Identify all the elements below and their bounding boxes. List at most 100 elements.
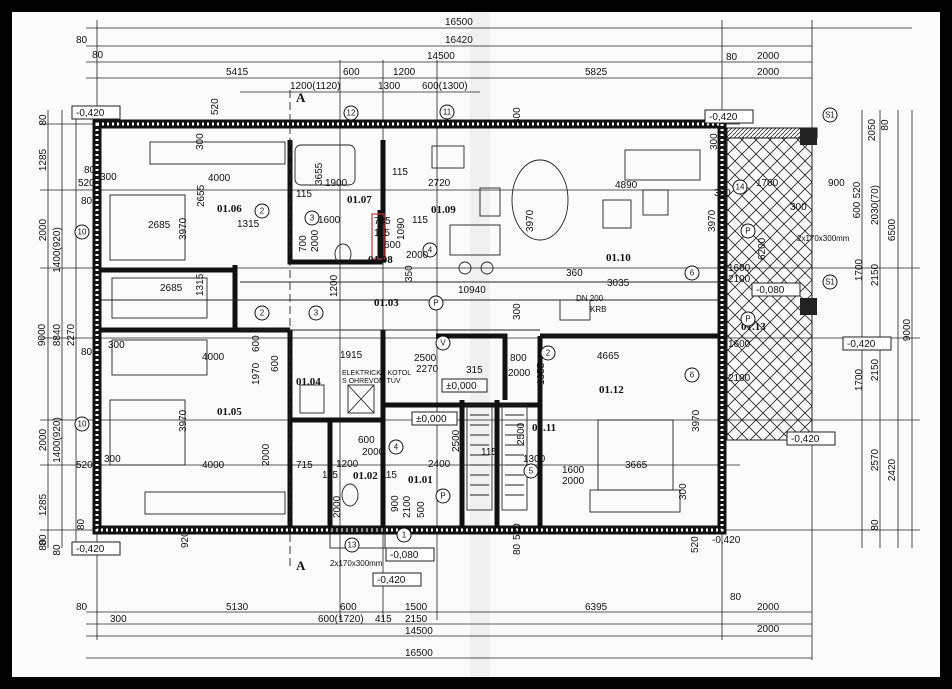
dimension-label: 2000 [757,602,780,613]
grid-marker: 6 [684,265,700,281]
grid-marker: 6 [684,367,700,383]
section-mark: A [296,90,306,105]
furniture [109,141,701,549]
dimension-label: 300 [512,107,523,124]
dimension-label: 80 [870,519,881,531]
marker-label: 3 [310,214,315,223]
fireplace [559,299,591,321]
marker-circle [343,105,359,121]
dimension-label: 360 [566,268,583,279]
dimension-label: 16500 [405,648,433,659]
marker-label: 14 [736,183,745,192]
bathtub [294,144,356,186]
marker-circle [822,107,838,123]
dimension-label: 115 [481,447,497,458]
dimension-label: 300 [678,483,689,500]
dimension-label: 1600 [318,215,341,226]
grid-marker: S1 [822,274,838,290]
dimension-label: 2570 [870,448,881,471]
grid-marker: 12 [343,105,359,121]
marker-label: 4 [394,443,399,452]
annotations: ELEKTRICKÝ KOTOL S OHREVOM TÚV DN 200 KR… [330,234,850,568]
sink [431,145,465,169]
dimension-label: 600(1720) [318,614,364,625]
dimension-label: 300 [108,340,125,351]
dimension-label: 1600 [728,339,751,350]
dimension-label: 2420 [887,458,898,481]
room-label: 01.09 [431,204,456,216]
stairs-label: 2x170x300mm [797,234,850,243]
dimension-label: 2100 [728,274,751,285]
dimension-label: 9000 [37,323,48,346]
marker-label: 5 [529,467,534,476]
dimension-label: 3035 [607,278,630,289]
dimension-label: 80 [84,165,96,176]
dimension-label: 920 [180,531,191,548]
room-label: 01.11 [532,422,556,434]
dimension-label: 80 [512,543,523,555]
dimension-label: 2000 [757,624,780,635]
dimension-label: 2150 [870,358,881,381]
dimension-label: 900 [828,178,845,189]
dimension-label: 1200(1120) [290,81,340,92]
dimension-label: 115 [381,470,397,481]
dimension-label: 115 [296,189,312,200]
marker-circle [684,265,700,281]
marker-label: 13 [348,541,357,550]
dimension-label: 5825 [585,67,608,78]
dimension-label: 2000 [757,51,780,62]
dimension-label: 1600 [562,465,585,476]
dimension-label: 2000 [38,218,49,241]
dimension-label: 6200 [757,237,768,260]
dimension-label: 16420 [445,35,473,46]
dimension-label: 785 [374,216,391,227]
armchair [602,199,632,229]
dimension-label: 8840 [52,323,63,346]
grid-marker: P [435,488,451,504]
grid-marker: P [428,295,444,311]
dimension-label: 3970 [178,217,189,240]
dimension-label: 300 [709,133,720,150]
dimension-label: 600 [251,335,262,352]
grid-marker: 2 [254,305,270,321]
radiator-stairs [501,404,528,511]
kitchen-island [449,224,501,256]
dimension-label: 520 [210,98,221,115]
dimension-label: 5130 [226,602,249,613]
grid-marker: 11 [439,104,455,120]
marker-label: 11 [443,108,452,117]
radiator-stairs [466,404,493,511]
dimension-label: 2000 [38,428,49,451]
dimension-label: 2000 [332,495,343,518]
dimension-label: 80 [38,534,49,546]
level-label: ±0,000 [446,381,477,392]
dimension-label: 600 [270,355,281,372]
grid-marker: 14 [732,179,748,195]
dimension-label: 2000 [310,229,321,252]
marker-label: S1 [825,111,835,120]
grid-marker: 10 [74,224,90,240]
dimension-label: 600 [852,201,863,218]
marker-circle [422,242,438,258]
chimney-label: DN 200 [576,294,604,303]
toilet [341,483,359,507]
room-label: 01.01 [408,474,433,486]
boiler [347,384,375,414]
column [800,128,817,145]
dimension-label: 1700 [756,178,779,189]
washbasin [334,243,352,265]
dimension-label: 3655 [314,162,325,185]
room-label: 01.03 [374,297,399,309]
dimension-label: 1285 [38,148,49,171]
dimension-label: 3665 [625,460,648,471]
dimension-label: 10940 [458,285,486,296]
dimension-label: 300 [110,614,127,625]
dimension-label: 4665 [597,351,620,362]
dimension-label: 520 [78,178,95,189]
dimension-label: 80 [92,50,104,61]
marker-circle [435,488,451,504]
marker-label: V [440,339,446,348]
